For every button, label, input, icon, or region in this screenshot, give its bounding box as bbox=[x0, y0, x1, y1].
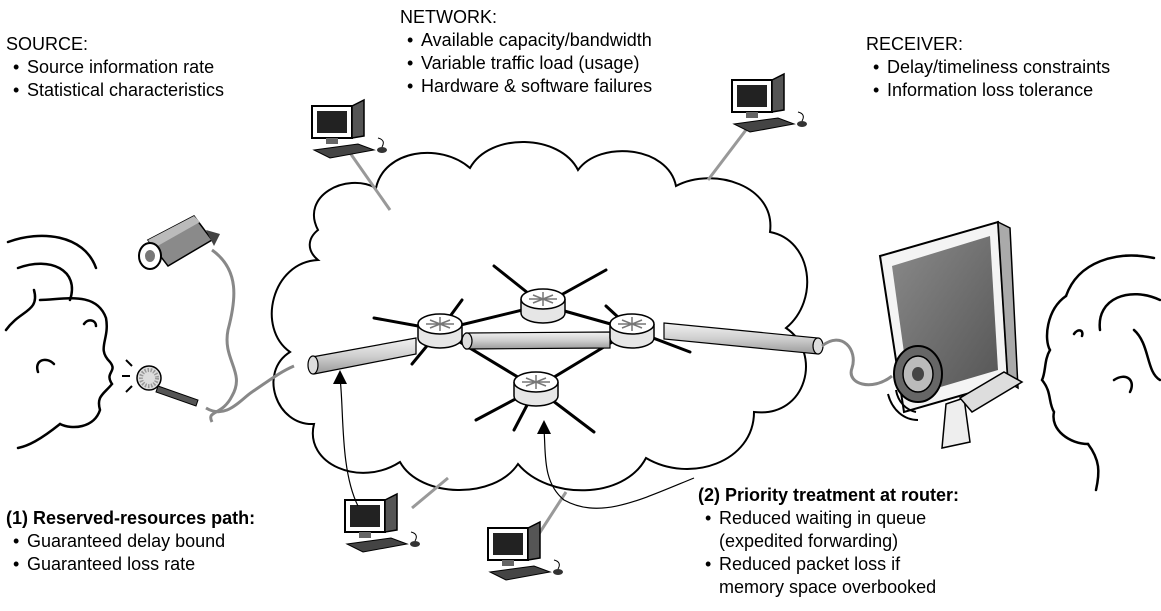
receiver-block: RECEIVER: •Delay/timeliness constraints … bbox=[866, 33, 1110, 102]
microphone-icon bbox=[122, 359, 199, 407]
receiver-item: •Information loss tolerance bbox=[873, 80, 1094, 100]
reserved-item: •Guaranteed loss rate bbox=[13, 554, 196, 574]
speaker-icon bbox=[887, 345, 943, 421]
reserved-path-block: (1) Reserved-resources path: •Guaranteed… bbox=[6, 507, 255, 576]
reserved-path-pipe bbox=[307, 322, 824, 375]
priority-treatment-heading: (2) Priority treatment at router: bbox=[698, 485, 960, 505]
network-item: •Variable traffic load (usage) bbox=[407, 53, 640, 73]
receiver-item: •Delay/timeliness constraints bbox=[873, 57, 1111, 77]
network-item: •Available capacity/bandwidth bbox=[407, 30, 652, 50]
source-heading: SOURCE: bbox=[6, 34, 89, 54]
priority-item: •Reduced packet loss if bbox=[705, 554, 901, 574]
source-block: SOURCE: •Source information rate •Statis… bbox=[6, 33, 224, 102]
source-item: •Source information rate bbox=[13, 57, 215, 77]
camera-icon bbox=[138, 215, 220, 270]
person-face-icon bbox=[1040, 254, 1161, 492]
network-item: •Hardware & software failures bbox=[407, 76, 653, 96]
reserved-item: •Guaranteed delay bound bbox=[13, 531, 226, 551]
router-icon bbox=[513, 371, 559, 407]
source-item: •Statistical characteristics bbox=[13, 80, 225, 100]
reserved-path-heading: (1) Reserved-resources path: bbox=[6, 508, 256, 528]
router-icon bbox=[609, 313, 655, 349]
router-icon bbox=[520, 288, 566, 324]
person-face-icon bbox=[4, 234, 114, 450]
network-block: NETWORK: •Available capacity/bandwidth •… bbox=[400, 6, 652, 98]
computer-icon bbox=[311, 99, 388, 159]
priority-item: (expedited forwarding) bbox=[719, 531, 899, 551]
computer-icon bbox=[487, 521, 564, 581]
network-heading: NETWORK: bbox=[400, 7, 497, 27]
priority-item: memory space overbooked bbox=[719, 577, 937, 597]
computer-icon bbox=[731, 73, 808, 133]
router-icon bbox=[417, 313, 463, 349]
receiver-heading: RECEIVER: bbox=[866, 34, 964, 54]
priority-treatment-block: (2) Priority treatment at router: •Reduc… bbox=[698, 484, 959, 599]
priority-item: •Reduced waiting in queue bbox=[705, 508, 927, 528]
